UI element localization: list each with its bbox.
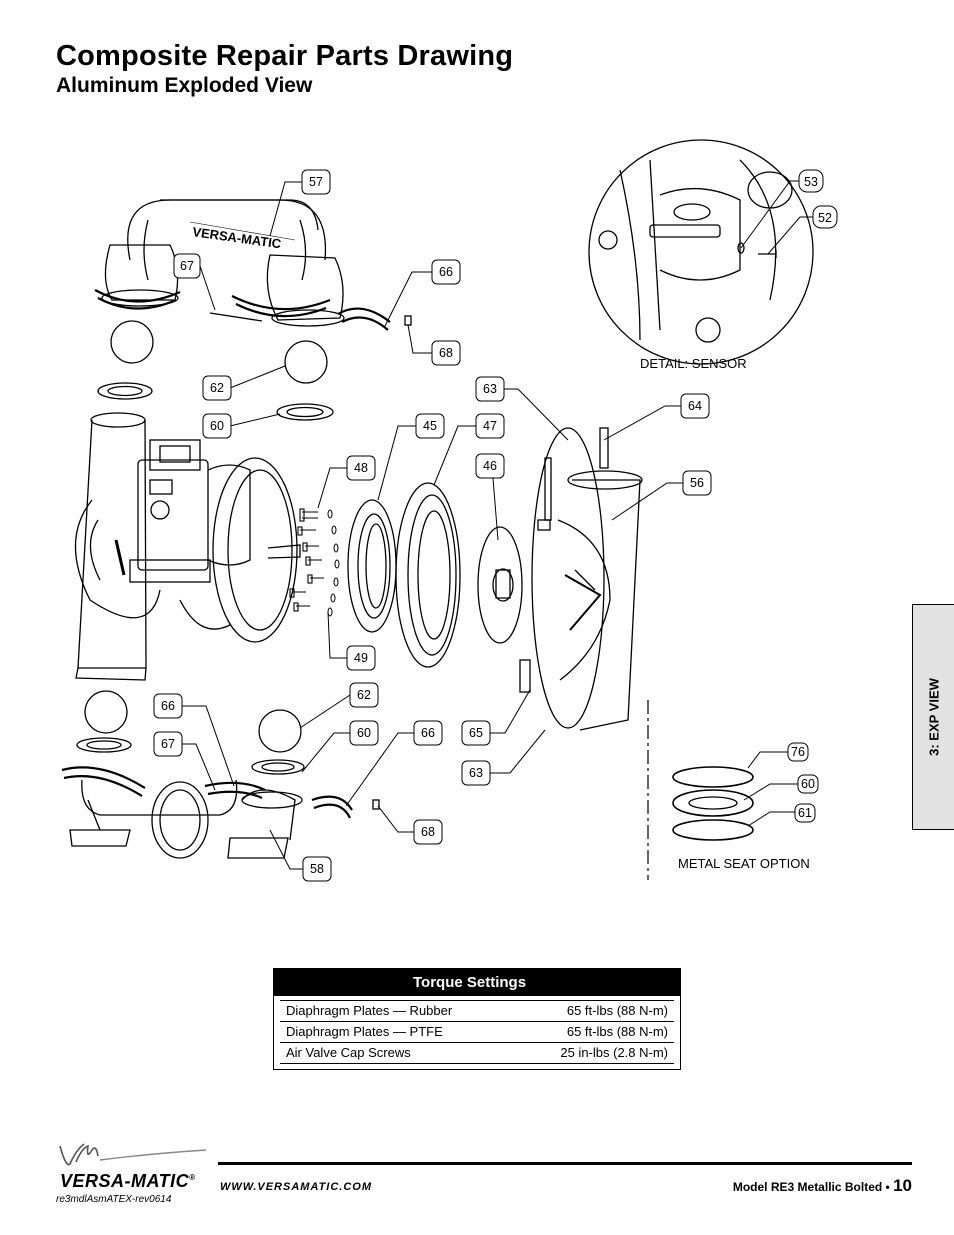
- callout-76: 76: [791, 745, 805, 759]
- nut-68-bottom: [372, 799, 380, 810]
- torque-value: 65 ft-lbs (88 N-m): [566, 1003, 668, 1018]
- callout-46: 46: [483, 459, 497, 473]
- inlet-manifold-58: [69, 779, 303, 859]
- callout-58: 58: [310, 862, 324, 876]
- left-outer-chamber: [74, 412, 161, 681]
- callout-61: 61: [798, 806, 812, 820]
- callout-65: 65: [469, 726, 483, 740]
- torque-row: Diaphragm Plates — PTFE 65 ft-lbs (88 N-…: [280, 1021, 674, 1042]
- brand-name: VERSA-MATIC: [60, 1171, 190, 1191]
- callout-60-bottom: 60: [357, 726, 371, 740]
- nut-68-top: [404, 315, 412, 326]
- clamp-bottom-center: [204, 781, 266, 800]
- callout-60-top: 60: [210, 419, 224, 433]
- clamp-bottom-right: [311, 795, 353, 819]
- torque-row: Air Valve Cap Screws 25 in-lbs (2.8 N-m): [280, 1042, 674, 1064]
- callout-45: 45: [423, 419, 437, 433]
- outer-diaphragm-plate-46: [477, 526, 523, 644]
- clamp-top-center: [231, 295, 331, 318]
- seat-top-left: [97, 382, 153, 400]
- metal-seat-option: [672, 766, 754, 841]
- brand-wordmark: VERSA-MATIC®: [60, 1171, 196, 1192]
- model-name: Model RE3 Metallic Bolted •: [732, 1180, 890, 1194]
- seat-top-right: [276, 403, 334, 421]
- metal-seat-caption: METAL SEAT OPTION: [678, 856, 810, 871]
- right-outer-chamber: [519, 427, 643, 731]
- callout-boxes: [153, 169, 838, 882]
- discharge-manifold: [101, 199, 345, 327]
- callout-57: 57: [309, 175, 323, 189]
- sensor-53: [737, 242, 745, 254]
- air-valve-center-section: [114, 439, 251, 583]
- callout-67-bottom: 67: [161, 737, 175, 751]
- callout-66-bottom-right: 66: [421, 726, 435, 740]
- callout-47: 47: [483, 419, 497, 433]
- bolts-48: [289, 508, 324, 612]
- page-title: Composite Repair Parts Drawing: [56, 40, 514, 72]
- torque-settings-table: Torque Settings Diaphragm Plates — Rubbe…: [273, 968, 681, 1070]
- check-ball-top-right: [284, 340, 328, 384]
- callout-62-top: 62: [210, 381, 224, 395]
- clamp-bottom-left: [61, 766, 146, 797]
- diaphragm-47: [395, 482, 461, 668]
- torque-value: 25 in-lbs (2.8 N-m): [560, 1045, 668, 1060]
- side-tab-label: 3: EXP VIEW: [926, 678, 941, 756]
- clamp-top-right: [337, 307, 391, 331]
- registered-mark: ®: [189, 1173, 196, 1182]
- brand-logo-mark: [59, 1143, 207, 1166]
- torque-value: 65 ft-lbs (88 N-m): [566, 1024, 668, 1039]
- footer-model-page: Model RE3 Metallic Bolted • 10: [733, 1176, 912, 1196]
- page-subtitle: Aluminum Exploded View: [56, 74, 313, 97]
- callout-52: 52: [818, 211, 832, 225]
- washers-49: [327, 509, 340, 617]
- detail-sensor-view: [588, 139, 814, 365]
- callout-63-bottom: 63: [469, 766, 483, 780]
- torque-item: Diaphragm Plates — Rubber: [286, 1003, 453, 1018]
- clamp-top-left: [94, 289, 181, 310]
- callout-64: 64: [688, 399, 702, 413]
- document-code: re3mdlAsmATEX-rev0614: [56, 1194, 172, 1205]
- callout-68-bottom: 68: [421, 825, 435, 839]
- callout-68-top: 68: [439, 346, 453, 360]
- callout-66-bottom-left: 66: [161, 699, 175, 713]
- torque-row: Diaphragm Plates — Rubber 65 ft-lbs (88 …: [280, 1000, 674, 1021]
- inner-diaphragm-plate-45: [347, 499, 397, 633]
- callout-49: 49: [354, 651, 368, 665]
- footer-rule: [218, 1162, 912, 1165]
- leader-lines: [182, 180, 815, 870]
- bolt-67-top: [209, 312, 263, 322]
- callout-67-top: 67: [180, 259, 194, 273]
- callout-48: 48: [354, 461, 368, 475]
- manifold-emblem: VERSA-MATIC: [192, 224, 283, 251]
- footer-website: WWW.VERSAMATIC.COM: [220, 1181, 373, 1193]
- check-ball-top-left: [110, 320, 154, 364]
- callout-60-seat: 60: [801, 777, 815, 791]
- callout-66-top: 66: [439, 265, 453, 279]
- left-diaphragm-housing: [179, 457, 301, 643]
- seat-bottom-left: [76, 737, 132, 753]
- callout-53: 53: [804, 175, 818, 189]
- callout-56: 56: [690, 476, 704, 490]
- torque-item: Diaphragm Plates — PTFE: [286, 1024, 443, 1039]
- torque-item: Air Valve Cap Screws: [286, 1045, 411, 1060]
- torque-table-heading: Torque Settings: [274, 969, 680, 996]
- check-ball-bottom-left: [84, 690, 128, 734]
- section-side-tab: 3: EXP VIEW: [912, 604, 954, 830]
- seat-bottom-right: [251, 759, 305, 775]
- detail-sensor-caption: DETAIL: SENSOR: [640, 356, 747, 371]
- callout-63-top: 63: [483, 382, 497, 396]
- check-ball-bottom-right: [258, 709, 302, 753]
- screw-52: [758, 250, 777, 258]
- page-number: 10: [893, 1176, 912, 1195]
- callout-62-bottom: 62: [357, 688, 371, 702]
